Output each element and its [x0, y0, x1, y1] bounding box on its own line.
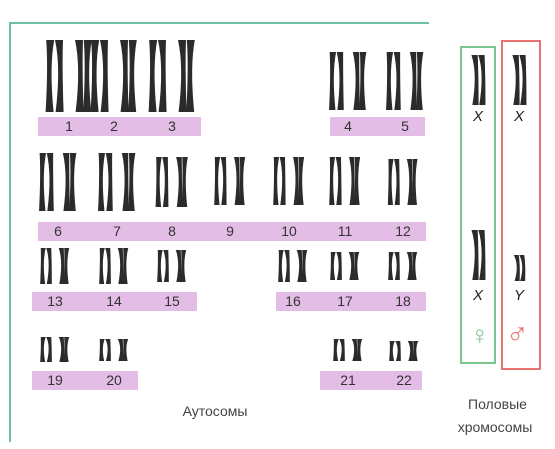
- chromosome-pair-11: [329, 157, 361, 205]
- pair-number-15: 15: [164, 293, 180, 309]
- pair-number-11: 11: [337, 223, 353, 239]
- pair-number-6: 6: [54, 223, 62, 239]
- chromosome-pair-5: [386, 52, 424, 110]
- pair-number-1: 1: [65, 118, 73, 134]
- autosomes-caption: Аутосомы: [182, 403, 248, 419]
- pair-number-22: 22: [396, 372, 412, 388]
- chromosome-pair-14: [99, 248, 129, 284]
- pair-number-9: 9: [226, 223, 234, 239]
- pair-number-18: 18: [395, 293, 411, 309]
- chromosome-pair-13: [40, 248, 70, 284]
- chromosome-pair-4: [329, 52, 367, 110]
- pair-number-8: 8: [168, 223, 176, 239]
- pair-number-5: 5: [401, 118, 409, 134]
- pair-number-14: 14: [106, 293, 122, 309]
- female-x-chromosome-2: [471, 230, 486, 280]
- chromosome-pair-16: [278, 250, 308, 282]
- female-x-chromosome-1: [471, 55, 486, 105]
- chromosome-pair-21: [333, 339, 363, 361]
- number-band: [32, 292, 197, 311]
- sex-chromosomes-caption-line1: Половые: [468, 396, 527, 412]
- diagram-frame: [9, 22, 429, 442]
- pair-number-4: 4: [344, 118, 352, 134]
- chromosome-pair-9: [214, 157, 246, 205]
- pair-number-13: 13: [47, 293, 63, 309]
- chromosome-pair-10: [273, 157, 305, 205]
- chromosome-pair-22: [389, 341, 419, 361]
- chromosome-pair-2: [90, 40, 137, 112]
- pair-number-12: 12: [395, 223, 411, 239]
- chromosome-pair-7: [98, 153, 136, 211]
- pair-number-7: 7: [113, 223, 121, 239]
- male-x-label: X: [514, 108, 525, 125]
- female-panel: [460, 46, 496, 364]
- pair-number-16: 16: [285, 293, 301, 309]
- pair-number-3: 3: [168, 118, 176, 134]
- chromosome-pair-1: [45, 40, 92, 112]
- pair-number-10: 10: [281, 223, 297, 239]
- male-symbol-icon: ♂: [506, 318, 529, 351]
- number-band: [276, 292, 426, 311]
- pair-number-21: 21: [340, 372, 356, 388]
- female-x-label-2: X: [473, 287, 484, 304]
- number-band: [32, 371, 138, 390]
- chromosome-pair-8: [155, 157, 188, 207]
- male-y-label: Y: [514, 287, 525, 304]
- pair-number-2: 2: [110, 118, 118, 134]
- sex-chromosomes-caption-line2: хромосомы: [457, 419, 533, 435]
- chromosome-pair-18: [388, 252, 418, 280]
- pair-number-19: 19: [47, 372, 63, 388]
- chromosome-pair-3: [148, 40, 195, 112]
- chromosome-pair-6: [39, 153, 77, 211]
- male-x-chromosome: [512, 55, 527, 105]
- pair-number-20: 20: [106, 372, 122, 388]
- number-band: [320, 371, 422, 390]
- chromosome-pair-15: [157, 250, 187, 282]
- male-panel: [501, 40, 541, 370]
- chromosome-pair-12: [387, 159, 418, 205]
- male-y-chromosome: [513, 255, 526, 281]
- female-symbol-icon: ♀: [470, 320, 490, 350]
- pair-number-17: 17: [337, 293, 353, 309]
- number-band: [38, 117, 201, 136]
- chromosome-pair-20: [99, 339, 129, 361]
- chromosome-pair-17: [330, 252, 360, 280]
- chromosome-pair-19: [40, 337, 70, 362]
- female-x-label-1: X: [473, 108, 484, 125]
- number-band: [330, 117, 425, 136]
- number-band: [38, 222, 426, 241]
